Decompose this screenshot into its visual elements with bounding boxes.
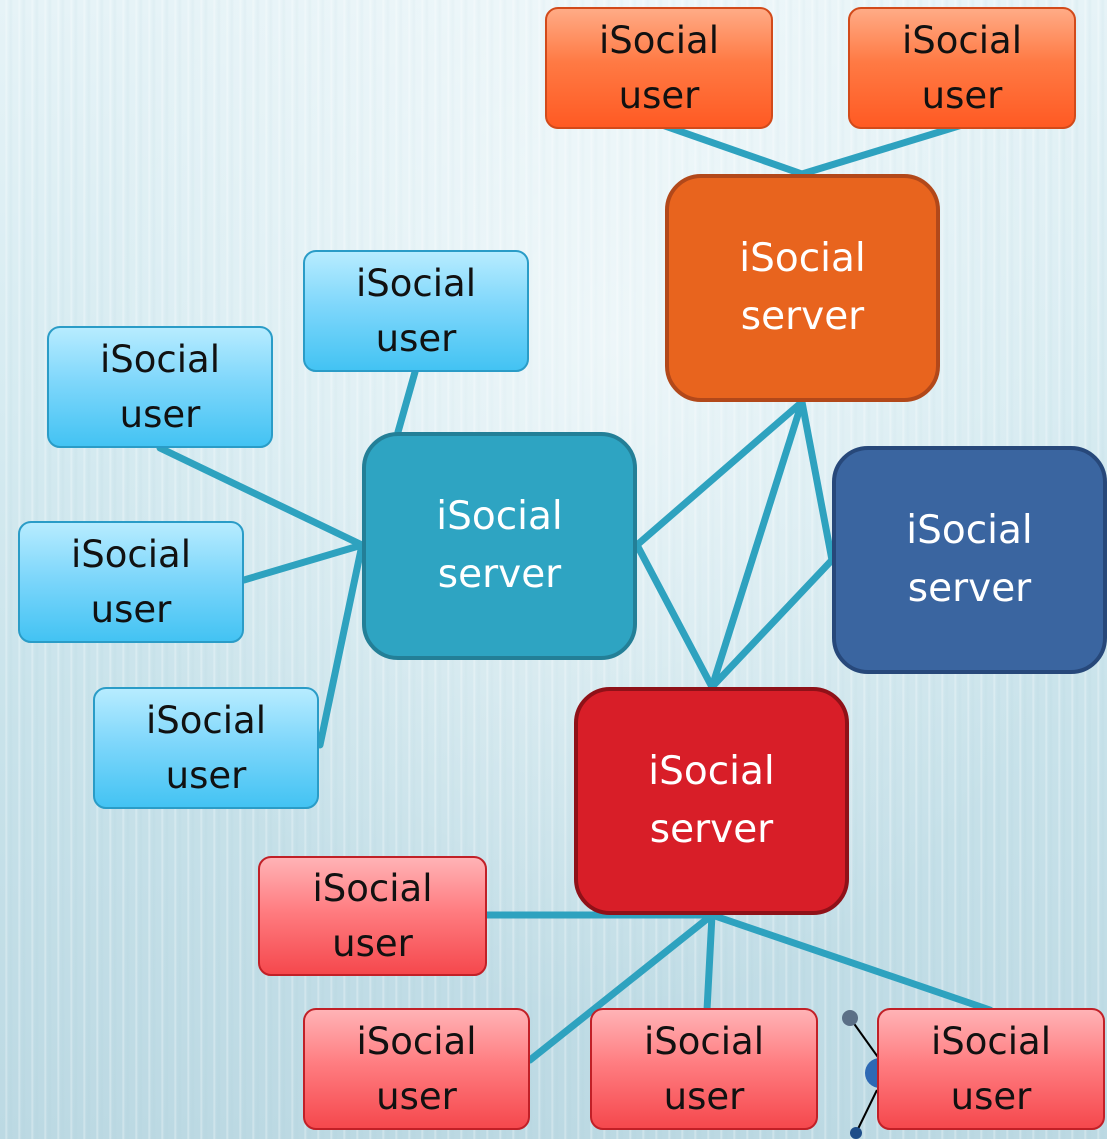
link-blue-user-4 — [316, 541, 366, 749]
link-red-user-4 — [708, 911, 994, 1014]
link-navy-server-red-server — [708, 556, 836, 691]
server-node-navy: iSocial server — [832, 446, 1107, 674]
user-node-blue-1: iSocial user — [303, 250, 529, 372]
user-node-blue-2: iSocial user — [47, 326, 273, 448]
user-label: iSocial user — [599, 18, 719, 118]
link-blue-user-3 — [240, 541, 366, 584]
user-label: iSocial user — [644, 1019, 764, 1119]
server-node-red: iSocial server — [574, 687, 849, 915]
user-node-blue-3: iSocial user — [18, 521, 244, 643]
user-label: iSocial user — [100, 337, 220, 437]
link-orange-user-2 — [798, 121, 966, 178]
user-label: iSocial user — [71, 532, 191, 632]
user-label: iSocial user — [356, 1019, 477, 1119]
server-label: iSocial server — [436, 493, 563, 598]
server-label: iSocial server — [648, 748, 775, 853]
link-orange-server-red-server — [708, 398, 806, 691]
server-node-orange: iSocial server — [665, 174, 940, 402]
user-label: iSocial user — [931, 1019, 1051, 1119]
user-label: iSocial user — [902, 18, 1022, 118]
server-label: iSocial server — [906, 507, 1033, 612]
link-blue-user-1 — [394, 368, 419, 436]
user-node-red-1: iSocial user — [258, 856, 487, 976]
link-red-user-2 — [526, 911, 716, 1064]
link-orange-user-1 — [658, 121, 806, 178]
link-blue-user-2 — [156, 444, 366, 549]
user-node-orange-2: iSocial user — [848, 7, 1076, 129]
user-label: iSocial user — [356, 261, 476, 361]
link-teal-server-red-server — [633, 541, 716, 691]
server-label: iSocial server — [739, 235, 866, 340]
user-node-red-3: iSocial user — [590, 1008, 818, 1130]
link-red-user-3 — [703, 911, 716, 1014]
user-node-red-2: iSocial user — [303, 1008, 530, 1130]
server-node-teal: iSocial server — [362, 432, 637, 660]
link-orange-server-navy-server — [798, 398, 836, 564]
user-label: iSocial user — [312, 866, 433, 966]
user-label: iSocial user — [146, 698, 266, 798]
link-teal-server-orange-server — [633, 398, 806, 549]
user-node-blue-4: iSocial user — [93, 687, 319, 809]
user-node-orange-1: iSocial user — [545, 7, 773, 129]
user-node-red-4: iSocial user — [877, 1008, 1105, 1130]
